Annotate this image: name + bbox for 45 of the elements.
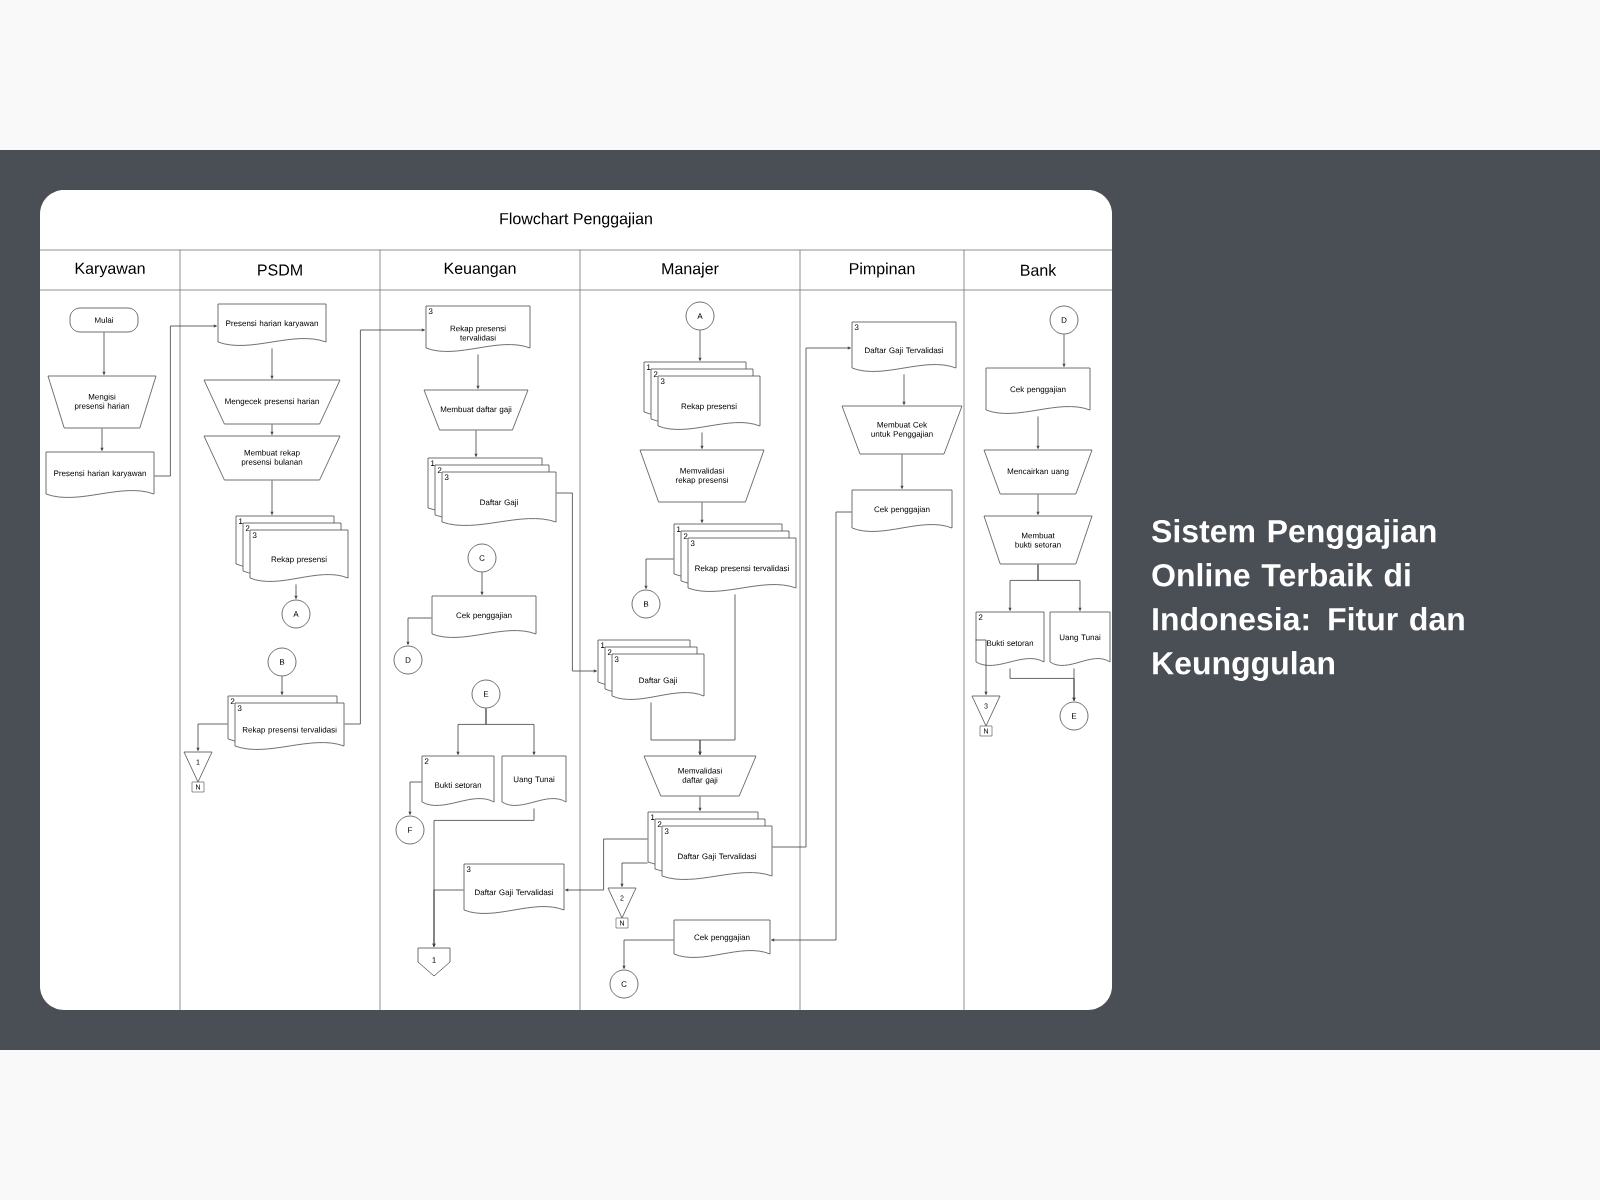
arrow bbox=[100, 428, 104, 451]
arrow bbox=[406, 617, 432, 645]
lane-header: Manajer bbox=[662, 262, 719, 278]
arrow bbox=[270, 480, 274, 515]
arrow bbox=[900, 454, 904, 489]
arrow bbox=[280, 676, 284, 695]
arrow bbox=[344, 328, 425, 725]
arrow bbox=[1072, 668, 1076, 701]
arrow bbox=[1036, 416, 1040, 449]
arrow bbox=[698, 796, 702, 811]
arrow bbox=[650, 702, 702, 755]
arrow bbox=[902, 374, 906, 405]
arrow bbox=[698, 330, 702, 361]
arrow bbox=[1062, 334, 1066, 367]
lane-header: Pimpinan bbox=[850, 262, 915, 278]
arrow bbox=[270, 348, 274, 379]
lane-header: Bank bbox=[1021, 264, 1057, 276]
arrow bbox=[700, 502, 704, 523]
arrow bbox=[480, 572, 484, 595]
headline: Sistem Penggajian Online Terbaik di Indonesia: Fitur dan Keunggulan bbox=[1152, 519, 1464, 681]
lane-header: PSDM bbox=[258, 264, 302, 276]
arrow bbox=[771, 511, 852, 942]
arrow bbox=[408, 781, 422, 815]
arrow bbox=[432, 889, 464, 947]
chart-title: Flowchart Penggajian bbox=[500, 212, 652, 228]
arrow bbox=[476, 354, 480, 389]
arrow bbox=[485, 708, 536, 755]
arrow bbox=[556, 492, 597, 673]
arrow bbox=[772, 346, 851, 848]
arrow bbox=[620, 883, 624, 887]
arrow bbox=[294, 584, 298, 599]
arrow bbox=[474, 430, 478, 457]
arrow bbox=[1037, 564, 1082, 611]
lane-header: Keuangan bbox=[444, 262, 516, 278]
arrow bbox=[270, 424, 274, 435]
lane-header: Karyawan bbox=[75, 262, 145, 278]
arrow bbox=[644, 558, 674, 589]
arrow bbox=[154, 324, 217, 477]
arrow bbox=[975, 639, 988, 695]
arrow bbox=[196, 723, 228, 751]
arrow bbox=[622, 939, 674, 969]
arrow bbox=[700, 432, 704, 449]
arrow bbox=[565, 838, 648, 892]
arrow bbox=[102, 332, 106, 375]
arrow bbox=[1036, 494, 1040, 515]
